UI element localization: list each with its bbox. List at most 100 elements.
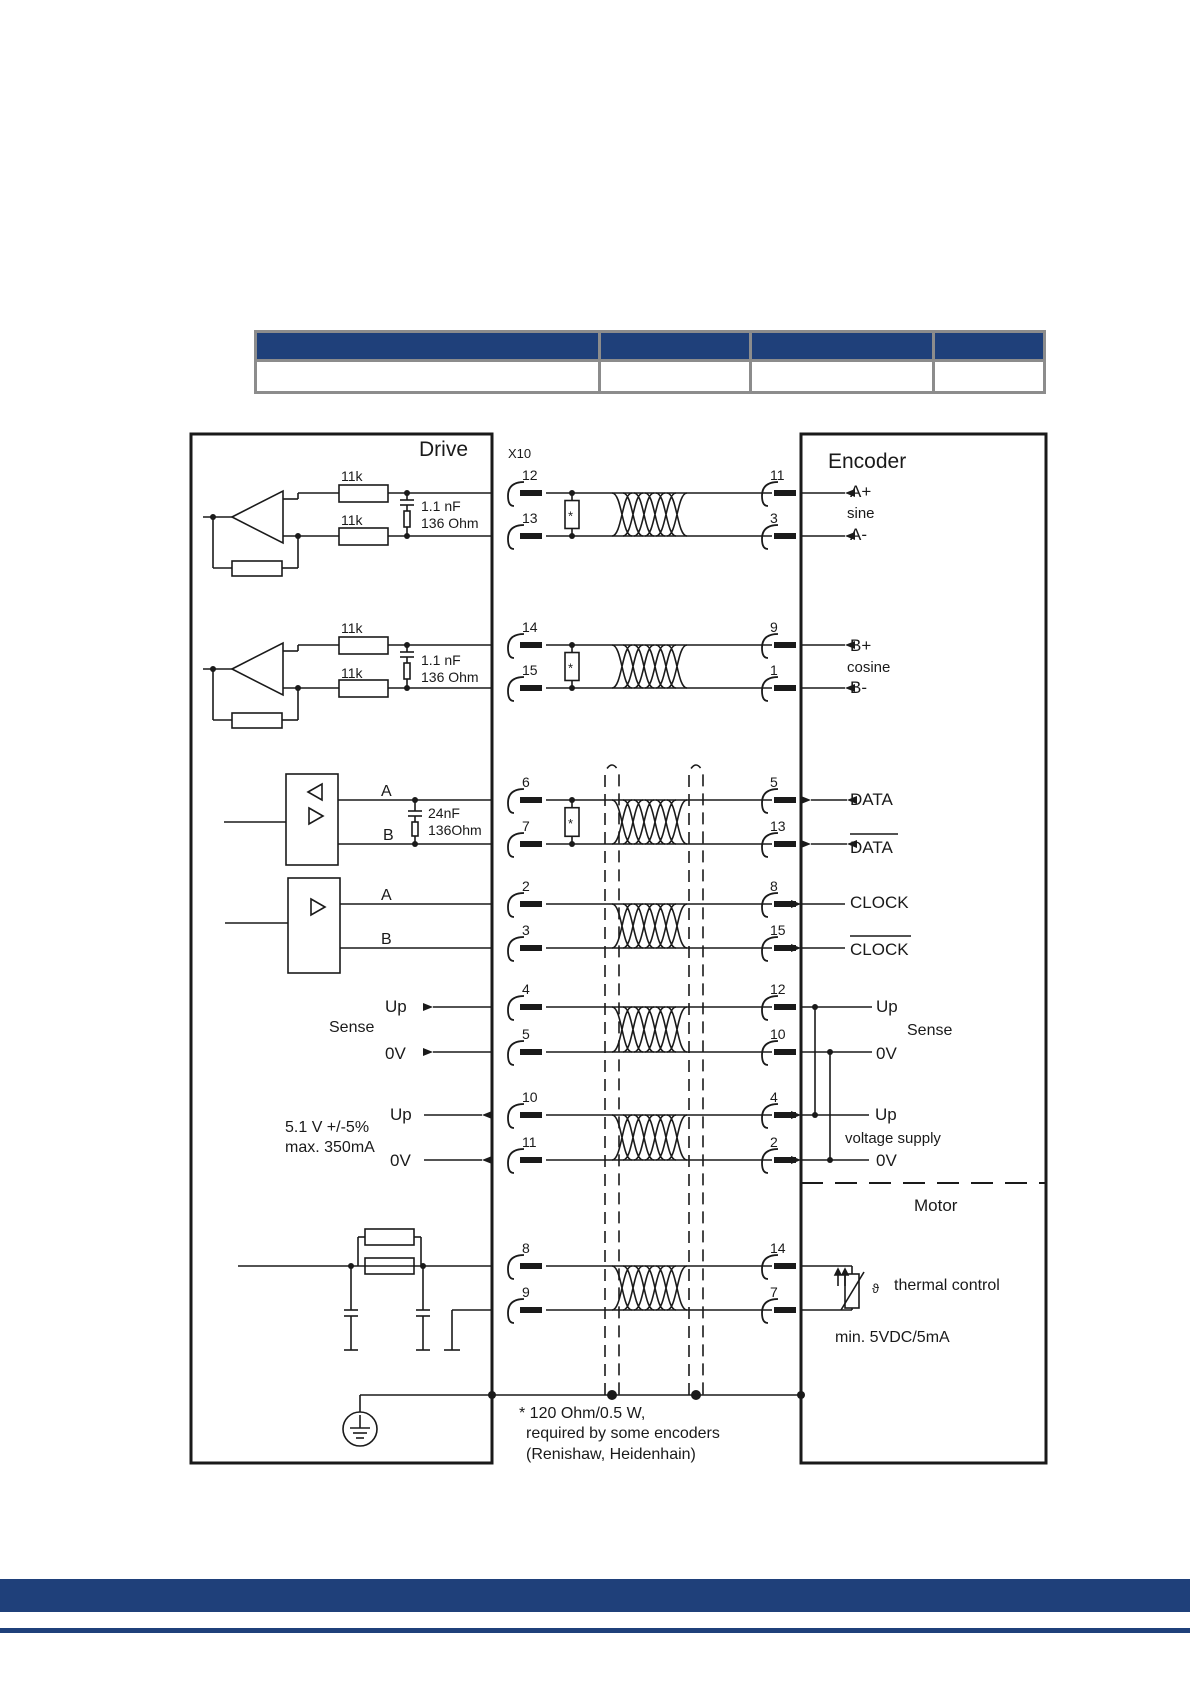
- junction-dot: [569, 797, 575, 803]
- twisted-pair-icon: [611, 1114, 688, 1161]
- drive-pin-pin-contact: [520, 1263, 542, 1269]
- encoder-pin-pin-contact: [774, 1157, 796, 1163]
- b-plus-label: B+: [850, 636, 871, 655]
- encoder-pin-number: 7: [770, 1284, 778, 1300]
- input-resistor-b-minus: [338, 679, 389, 698]
- data-inverted-label: DATA: [850, 838, 893, 857]
- encoder-pin-socket-icon: [761, 633, 779, 659]
- feedback-resistor-label: 11k: [341, 620, 364, 636]
- encoder-pin-socket-icon: [761, 481, 779, 507]
- encoder-supply-0v-label: 0V: [876, 1151, 897, 1170]
- encoder-pin-socket-icon: [761, 524, 779, 550]
- drive-pin-number: 5: [522, 1026, 530, 1042]
- inversion-bars: [850, 833, 911, 937]
- opamp-cosine-symbol: [230, 641, 284, 697]
- spec-table-header-cell: [935, 333, 1043, 359]
- twisted-pair-icon: [611, 644, 688, 689]
- input-resistor-a-minus: [338, 527, 389, 546]
- line-a-label: A: [381, 783, 392, 800]
- encoder-pin-pin-contact: [774, 1307, 796, 1313]
- drive-pin-socket-icon: [507, 676, 525, 702]
- cable-pairs: *1213113*141591*675132381545121010114289…: [507, 467, 796, 1324]
- input-resistor-label: 11k: [341, 512, 364, 528]
- drive-pin-pin-contact: [520, 841, 542, 847]
- sense-0v-label: 0V: [385, 1044, 406, 1063]
- drive-pin-pin-contact: [520, 533, 542, 539]
- footer-bar: [0, 1579, 1190, 1612]
- sense-up-label: Up: [385, 997, 407, 1016]
- drive-pin-number: 2: [522, 878, 530, 894]
- junction-dot: [569, 533, 575, 539]
- encoder-pin-pin-contact: [774, 490, 796, 496]
- rc-res-label: 136 Ohm: [421, 669, 479, 685]
- theta-symbol: ϑ: [872, 1281, 880, 1296]
- spec-table-header-cell: [601, 333, 749, 359]
- encoder-pin-pin-contact: [774, 841, 796, 847]
- twisted-pair-icon: [611, 799, 688, 845]
- drive-pin-number: 12: [522, 467, 538, 483]
- drive-pin-socket-icon: [507, 1254, 525, 1280]
- line-b-label: B: [381, 931, 392, 948]
- spec-table-header-cell: [257, 333, 598, 359]
- encoder-pin-number: 3: [770, 510, 778, 526]
- driver-triangle-icon: [308, 806, 325, 826]
- earth-ground-icon: [342, 1411, 378, 1447]
- drive-pin-socket-icon: [507, 788, 525, 814]
- clock-driver: [225, 877, 492, 974]
- supply-up-label: Up: [390, 1105, 412, 1124]
- encoder-pin-pin-contact: [774, 533, 796, 539]
- junction-dot: [569, 685, 575, 691]
- drive-pin-number: 6: [522, 774, 530, 790]
- encoder-pin-pin-contact: [774, 797, 796, 803]
- encoder-pin-socket-icon: [761, 1103, 779, 1129]
- drive-pin-socket-icon: [507, 1103, 525, 1129]
- drive-pin-number: 3: [522, 922, 530, 938]
- rc-res-label: 136 Ohm: [421, 515, 479, 531]
- encoder-pin-socket-icon: [761, 1254, 779, 1280]
- drive-pin-number: 8: [522, 1240, 530, 1256]
- drive-pin-number: 10: [522, 1089, 538, 1105]
- receiver-triangle-icon: [306, 782, 323, 802]
- encoder-pin-pin-contact: [774, 685, 796, 691]
- thermal-spec-label: min. 5VDC/5mA: [835, 1329, 950, 1346]
- thermal-control-label: thermal control: [894, 1277, 1000, 1294]
- encoder-pin-socket-icon: [761, 1148, 779, 1174]
- encoder-pin-pin-contact: [774, 642, 796, 648]
- spec-table: [254, 330, 1046, 394]
- line-a-label: A: [381, 887, 392, 904]
- encoder-pin-number: 11: [770, 467, 785, 483]
- spec-table-row: [257, 361, 1043, 391]
- encoder-pin-pin-contact: [774, 945, 796, 951]
- a-minus-label: A-: [850, 525, 867, 544]
- encoder-pin-socket-icon: [761, 892, 779, 918]
- junction-dots: [210, 490, 833, 1400]
- encoder-pin-socket-icon: [761, 788, 779, 814]
- encoder-sense-up-label: Up: [876, 997, 898, 1016]
- drive-pin-pin-contact: [520, 901, 542, 907]
- input-resistor-label: 11k: [341, 665, 364, 681]
- drive-pin-socket-icon: [507, 633, 525, 659]
- encoder-pin-pin-contact: [774, 1263, 796, 1269]
- opamp-sine-symbol: [230, 489, 284, 545]
- encoder-pin-number: 14: [770, 1240, 786, 1256]
- twisted-pair-icon: [611, 1006, 688, 1053]
- drive-pin-pin-contact: [520, 1112, 542, 1118]
- encoder-pin-number: 13: [770, 818, 786, 834]
- junction-dot: [569, 642, 575, 648]
- footnote-line-1: * 120 Ohm/0.5 W,: [519, 1405, 645, 1422]
- encoder-pin-number: 10: [770, 1026, 786, 1042]
- supply-current-label: max. 350mA: [285, 1139, 375, 1156]
- drive-pin-number: 11: [522, 1134, 537, 1150]
- encoder-pin-number: 1: [770, 662, 778, 678]
- a-plus-label: A+: [850, 482, 871, 501]
- drive-pin-number: 9: [522, 1284, 530, 1300]
- drive-pin-number: 14: [522, 619, 538, 635]
- encoder-pin-number: 12: [770, 981, 786, 997]
- input-resistor-b-plus: [338, 636, 389, 655]
- feedback-resistor-sine: [231, 560, 283, 577]
- junction-dot: [569, 490, 575, 496]
- b-minus-label: B-: [850, 678, 867, 697]
- drive-pin-socket-icon: [507, 1040, 525, 1066]
- encoder-pin-number: 8: [770, 878, 778, 894]
